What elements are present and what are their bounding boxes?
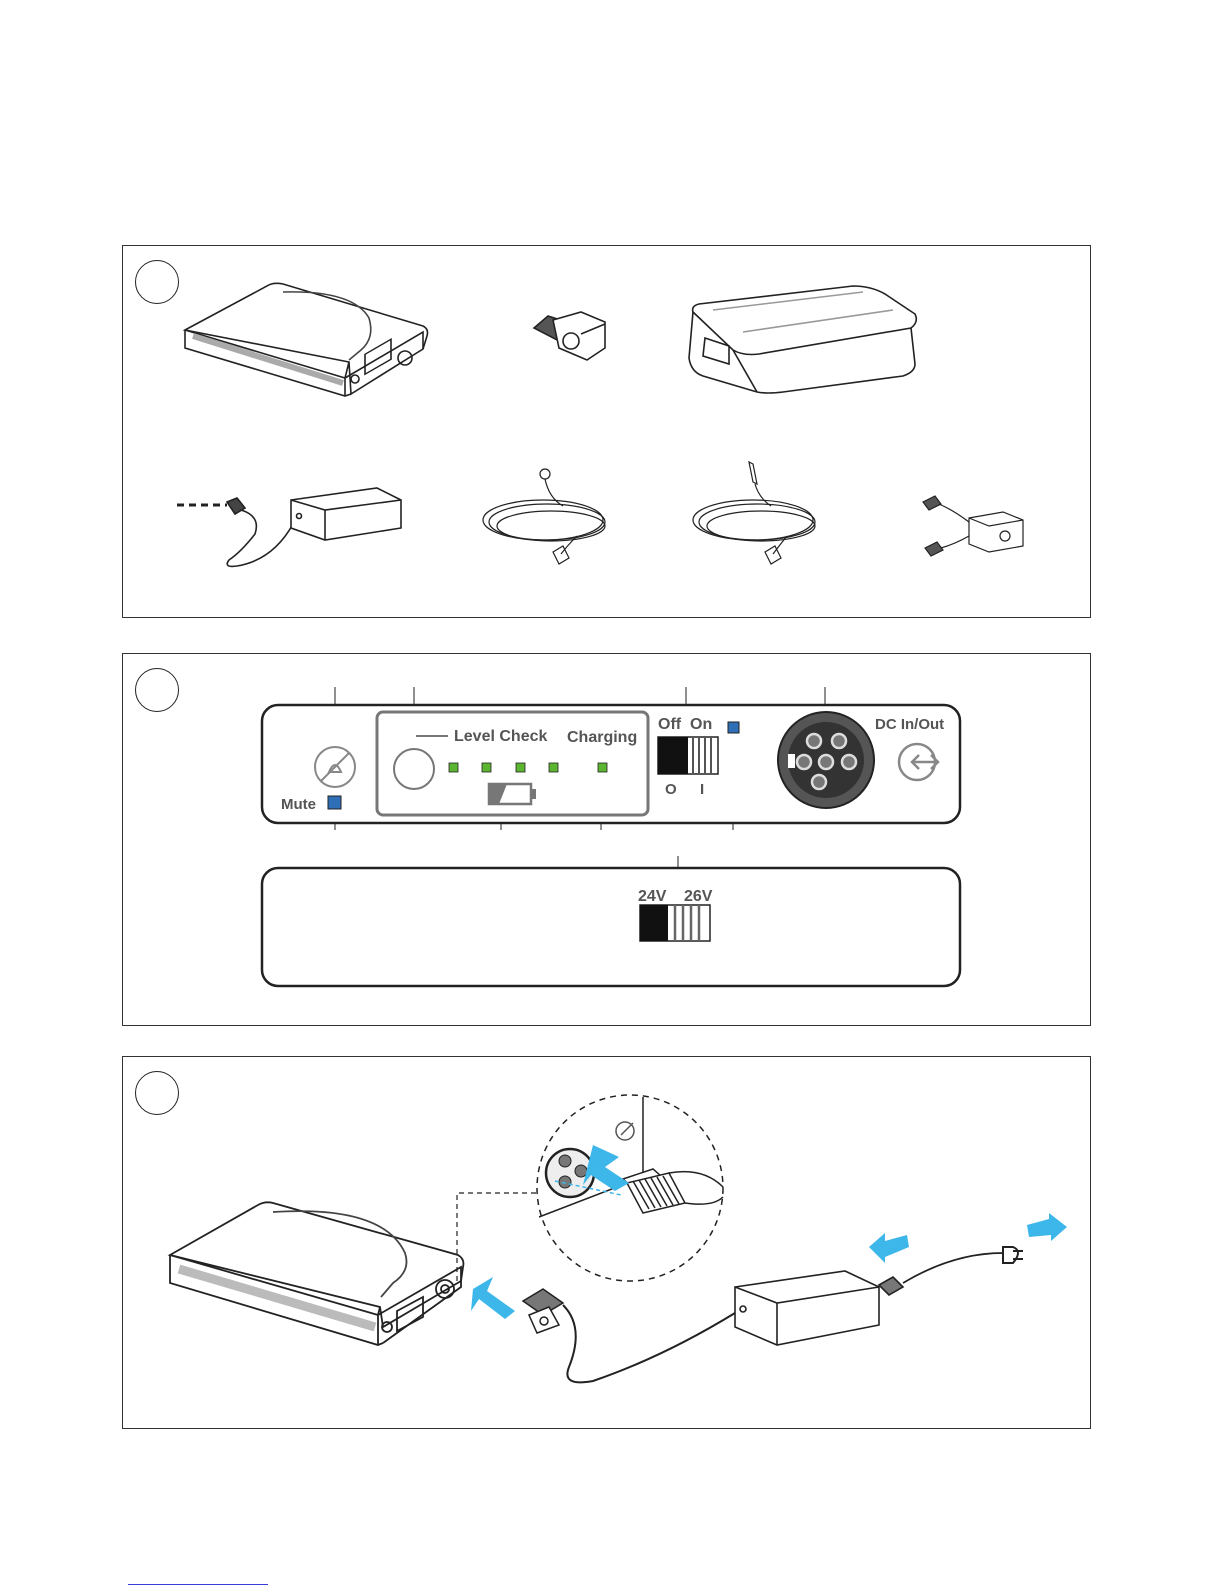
cable-illustration-2 (693, 462, 815, 564)
panel-connection (122, 1056, 1091, 1429)
panel-controls: Mute Level Check Charging Off On (122, 653, 1091, 1026)
level-check-label: Level Check (454, 728, 547, 745)
connection-illustration (123, 1057, 1092, 1430)
cable-connector (523, 1289, 563, 1333)
power-supply-illustration (177, 488, 401, 566)
switch-on-symbol: I (700, 781, 704, 798)
carry-bag-illustration (689, 286, 916, 393)
voltage-low-label: 24V (638, 888, 667, 905)
mute-led (328, 796, 341, 809)
mute-label: Mute (281, 796, 316, 813)
on-label: On (690, 716, 712, 733)
voltage-high-label: 26V (684, 888, 713, 905)
voltage-switch[interactable] (640, 905, 710, 941)
power-led (728, 722, 739, 733)
panel-package-contents (122, 245, 1091, 618)
switch-off-symbol: O (665, 781, 677, 798)
dc-label: DC In/Out (875, 716, 944, 733)
charging-led (598, 763, 607, 772)
battery-pack-illustration (170, 1202, 463, 1345)
controls-illustration: Mute Level Check Charging Off On (123, 654, 1092, 1027)
level-check-button[interactable] (394, 749, 434, 789)
battery-pack-illustration (185, 283, 428, 396)
dc-socket[interactable] (778, 712, 874, 808)
power-supply-illustration (735, 1271, 903, 1345)
contents-illustration (123, 246, 1092, 619)
xlr-adapter-illustration (534, 312, 605, 360)
power-plug-icon (1003, 1247, 1023, 1263)
zoom-detail (537, 1095, 723, 1281)
off-label: Off (658, 716, 682, 733)
cable-illustration-1 (483, 469, 605, 564)
supply-cable (563, 1305, 735, 1382)
unplug-arrow-left (869, 1233, 909, 1263)
bottom-panel (262, 868, 960, 986)
unplug-arrow-right (1027, 1213, 1067, 1241)
y-adapter-illustration (923, 496, 1023, 556)
charging-label: Charging (567, 729, 637, 746)
power-switch[interactable] (658, 737, 718, 774)
insert-arrow (471, 1277, 515, 1319)
